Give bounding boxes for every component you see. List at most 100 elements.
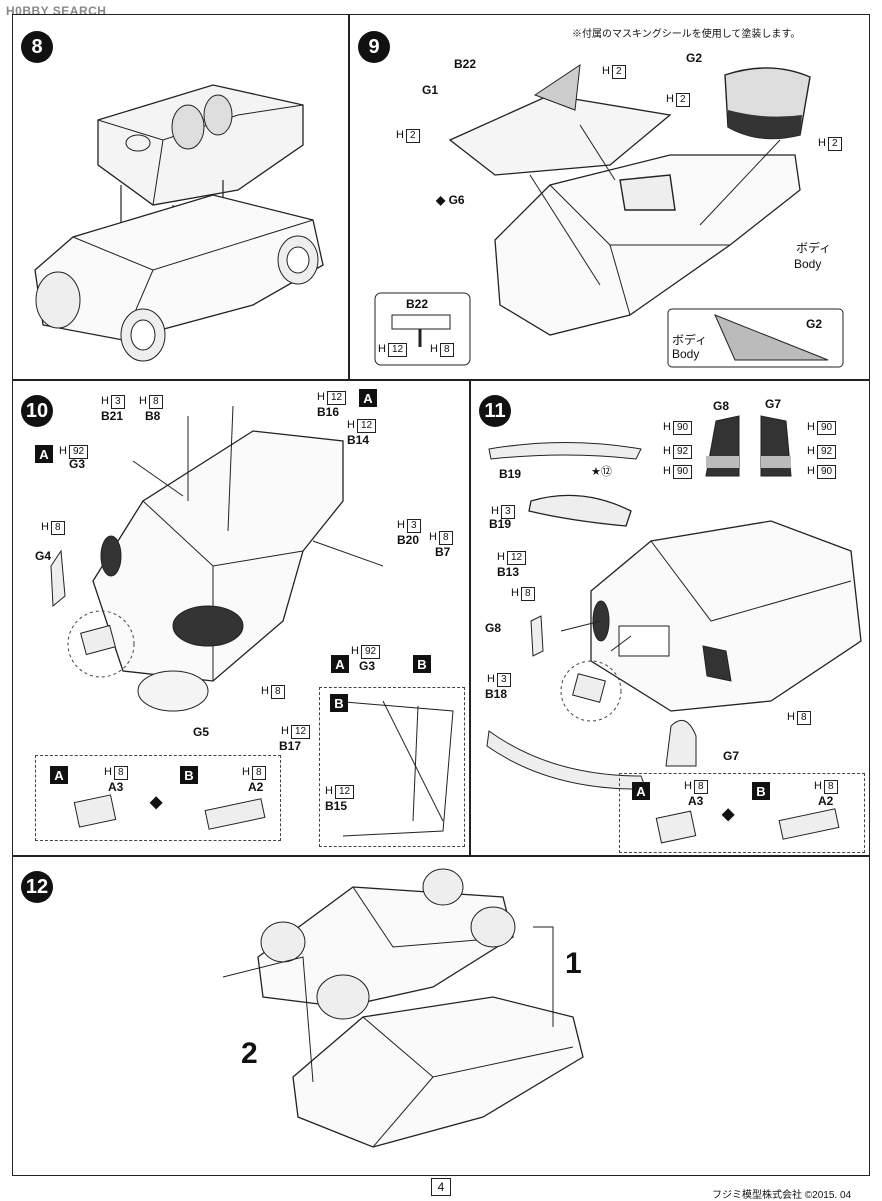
h-prefix: H — [347, 419, 355, 431]
h-prefix: H — [429, 531, 437, 543]
paint-code: 8 — [693, 780, 708, 794]
badge-a-g3b: A — [331, 655, 349, 673]
label-b8: B8 — [145, 409, 161, 423]
paint-code: 12 — [387, 343, 408, 357]
label-a2: A2 — [248, 780, 264, 794]
badge-a: A — [50, 766, 68, 784]
paint-code: 8 — [796, 711, 811, 725]
h-prefix: H — [666, 93, 674, 105]
paint-code: 12 — [356, 419, 377, 433]
paint-code: 3 — [110, 395, 125, 409]
h-prefix: H — [242, 766, 250, 778]
inset-b22-label: B22 — [406, 297, 429, 311]
g6-text: G6 — [448, 193, 465, 207]
label-g7-top: G7 — [765, 397, 782, 411]
badge-b-g3b: B — [413, 655, 431, 673]
h-prefix: H — [511, 587, 519, 599]
paint-code: 8 — [50, 521, 65, 535]
label-b18: B18 — [485, 687, 508, 701]
paint-code: 8 — [113, 766, 128, 780]
paint-code: 8 — [438, 531, 453, 545]
h-prefix: H — [663, 421, 671, 433]
step-number: 10 — [21, 395, 53, 427]
step-8-panel: 8 — [12, 14, 349, 380]
paint-code: 92 — [816, 445, 837, 459]
step-11-panel: 11 G8 G — [470, 380, 870, 856]
step-12-diagram — [222, 868, 584, 1148]
paint-code: 92 — [672, 445, 693, 459]
paint-code: 90 — [816, 465, 837, 479]
plate-a3 — [73, 794, 117, 828]
step-9-diagram — [374, 63, 844, 368]
h-prefix: H — [325, 785, 333, 797]
h-prefix: H — [663, 465, 671, 477]
step-11-diagram — [486, 415, 862, 790]
label-b16: B16 — [317, 405, 340, 419]
variant-b-wiper-box: B — [319, 687, 465, 847]
h-prefix: H — [818, 137, 826, 149]
paint-code: 3 — [496, 673, 511, 687]
h-prefix: H — [351, 645, 359, 657]
h-prefix: H — [317, 391, 325, 403]
page-number: 4 — [431, 1178, 451, 1196]
label-g6: ◆ G6 — [436, 193, 465, 207]
h-prefix: H — [807, 445, 815, 457]
label-1: 1 — [565, 947, 582, 980]
label-g3: G3 — [69, 457, 86, 471]
plate-a2 — [778, 808, 840, 840]
h-prefix: H — [378, 343, 386, 355]
h-prefix: H — [104, 766, 112, 778]
inset-g2-label: G2 — [806, 317, 823, 331]
h-prefix: H — [663, 445, 671, 457]
paint-code: 12 — [326, 391, 347, 405]
plate-a2 — [204, 798, 266, 830]
plate-a3 — [655, 810, 697, 844]
paint-code: 3 — [500, 505, 515, 519]
h-prefix: H — [807, 465, 815, 477]
h-prefix: H — [59, 445, 67, 457]
h-prefix: H — [281, 725, 289, 737]
label-b15: B15 — [325, 799, 348, 813]
paint-code: 92 — [360, 645, 381, 659]
paint-code: 8 — [439, 343, 454, 357]
badge-b: B — [180, 766, 198, 784]
paint-code: 8 — [251, 766, 266, 780]
masking-note: ※付属のマスキングシールを使用して塗装します。 — [572, 29, 801, 40]
paint-code: 2 — [675, 93, 690, 107]
paint-code: 8 — [148, 395, 163, 409]
badge-a-g3: A — [35, 445, 53, 463]
label-g3b: G3 — [359, 659, 376, 673]
label-a3: A3 — [688, 794, 704, 808]
inset-body-jp: ボディ — [672, 333, 708, 347]
h-prefix: H — [814, 780, 822, 792]
star-12: ★⑫ — [591, 466, 612, 478]
h-prefix: H — [396, 129, 404, 141]
h-prefix: H — [430, 343, 438, 355]
label-b14: B14 — [347, 433, 370, 447]
step-10-diagram — [50, 405, 454, 837]
label-g8-top: G8 — [713, 399, 730, 413]
paint-code: 12 — [506, 551, 527, 565]
paint-code: 2 — [611, 65, 626, 79]
